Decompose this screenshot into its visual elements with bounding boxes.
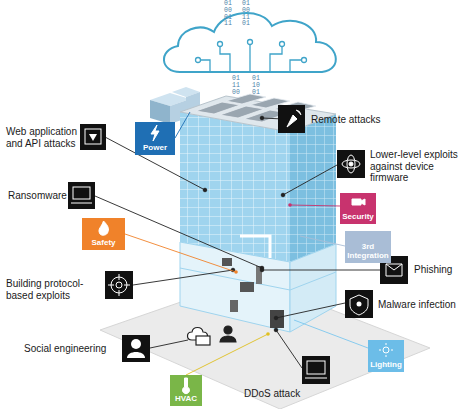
threat-label: Social engineering: [24, 343, 120, 355]
threat-label: Malware infection: [378, 299, 470, 311]
system-label: Security: [342, 213, 374, 221]
node-icon: [135, 122, 175, 142]
threat-label: Lower-level exploits against device firm…: [370, 149, 470, 184]
threat-label: Building protocol-based exploits: [6, 278, 102, 301]
binary-digits: 01 00 11 01: [242, 1, 251, 28]
system-box: HVAC: [170, 375, 202, 406]
system-box: Security: [340, 193, 376, 224]
system-label: 3rd Integration: [347, 243, 389, 260]
system-label: Safety: [91, 239, 115, 247]
system-box: Power: [135, 122, 175, 155]
system-box: Lighting: [368, 340, 404, 372]
node-icon: [368, 340, 404, 360]
system-label: HVAC: [175, 395, 197, 403]
system-box: 3rd Integration: [345, 231, 391, 263]
system-label: Lighting: [370, 361, 402, 369]
binary-digits: 01 11 00: [232, 76, 241, 96]
threat-label: Web application and API attacks: [6, 126, 78, 149]
system-label: Power: [143, 144, 167, 152]
threat-label: Phishing: [414, 264, 470, 276]
threat-label: DDoS attack: [244, 388, 324, 400]
binary-digits: 01 10 01: [252, 76, 261, 96]
node-icon: [82, 218, 125, 238]
threat-label: Remote attacks: [311, 114, 391, 126]
node-icon: [340, 193, 376, 213]
system-box: Safety: [82, 218, 125, 250]
threat-label: Ransomware: [8, 190, 68, 202]
binary-digits: 01 00 01 11: [224, 1, 233, 28]
node-icon: [170, 375, 202, 395]
